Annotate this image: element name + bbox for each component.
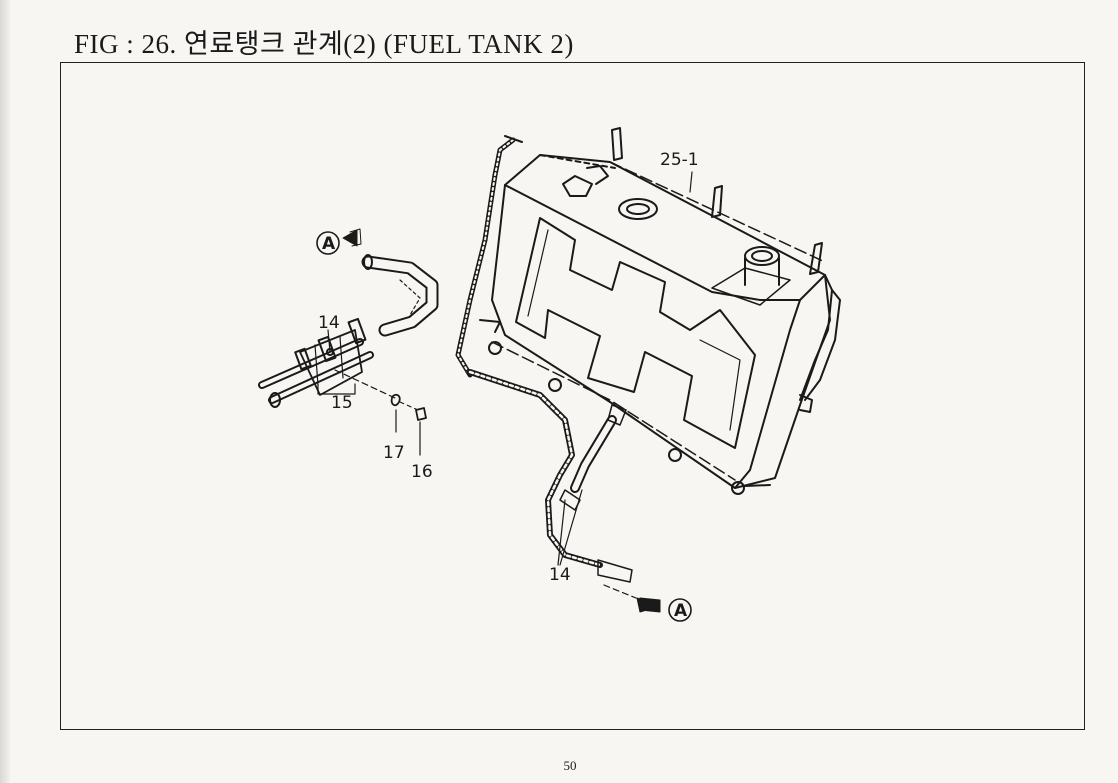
callout-14-upper: 14 <box>318 313 340 333</box>
page-number: 50 <box>563 758 577 773</box>
vent-hose <box>455 135 523 378</box>
callout-17: 17 <box>383 443 405 463</box>
fuel-hose-lower <box>467 369 633 583</box>
callout-15: 15 <box>331 393 353 413</box>
callout-16: 16 <box>411 462 433 482</box>
figure-title: FIG : 26. 연료탱크 관계(2) (FUEL TANK 2) <box>74 29 574 59</box>
clip-and-grommet <box>390 393 427 456</box>
scan-edge <box>0 0 10 783</box>
diagram-frame <box>60 62 1085 730</box>
fuel-tank <box>479 127 841 495</box>
ref-a-bottom-label: A <box>674 601 688 621</box>
callout-25-1: 25-1 <box>660 150 699 170</box>
leader-25-1 <box>689 171 693 193</box>
reference-a-top <box>316 228 362 255</box>
ref-a-top-label: A <box>322 234 336 254</box>
reference-a-bottom <box>603 584 692 622</box>
callout-14-lower: 14 <box>549 565 571 585</box>
fuel-pipe-assembly <box>258 254 439 411</box>
